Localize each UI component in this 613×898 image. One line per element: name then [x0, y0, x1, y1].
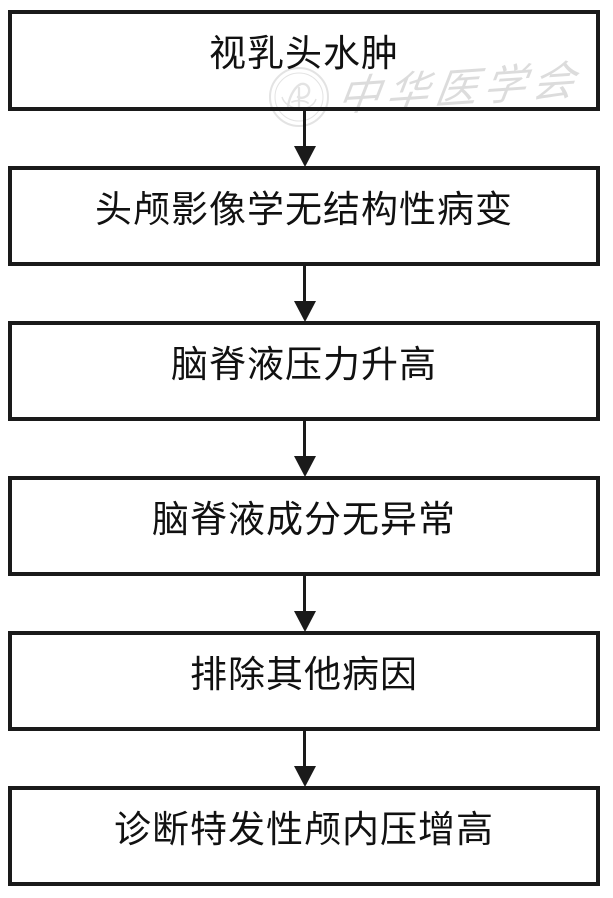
- flow-node-2: 头颅影像学无结构性病变: [8, 166, 600, 266]
- arrow-head-icon: [294, 301, 316, 322]
- arrow-stem: [303, 266, 306, 302]
- flow-node-5-label: 排除其他病因: [190, 652, 418, 696]
- arrow-head-icon: [294, 611, 316, 632]
- flow-arrow-5-to-6: [294, 731, 316, 787]
- flow-node-6-label: 诊断特发性颅内压增高: [114, 807, 494, 851]
- flow-arrow-4-to-5: [294, 576, 316, 632]
- arrow-head-icon: [294, 456, 316, 477]
- arrow-stem: [303, 731, 306, 767]
- flow-arrow-3-to-4: [294, 421, 316, 477]
- flow-node-3-label: 脑脊液压力升高: [171, 342, 437, 386]
- flow-node-3: 脑脊液压力升高: [8, 321, 600, 421]
- arrow-stem: [303, 111, 306, 147]
- flow-node-1: 视乳头水肿: [8, 10, 600, 111]
- flow-node-4: 脑脊液成分无异常: [8, 476, 600, 576]
- arrow-stem: [303, 421, 306, 457]
- flow-node-4-label: 脑脊液成分无异常: [152, 497, 456, 541]
- flow-arrow-1-to-2: [294, 111, 316, 167]
- flow-node-2-label: 头颅影像学无结构性病变: [95, 187, 513, 231]
- flow-arrow-2-to-3: [294, 266, 316, 322]
- arrow-stem: [303, 576, 306, 612]
- flow-node-5: 排除其他病因: [8, 631, 600, 731]
- arrow-head-icon: [294, 766, 316, 787]
- flow-node-1-label: 视乳头水肿: [209, 32, 399, 76]
- flow-node-6: 诊断特发性颅内压增高: [8, 786, 600, 886]
- arrow-head-icon: [294, 146, 316, 167]
